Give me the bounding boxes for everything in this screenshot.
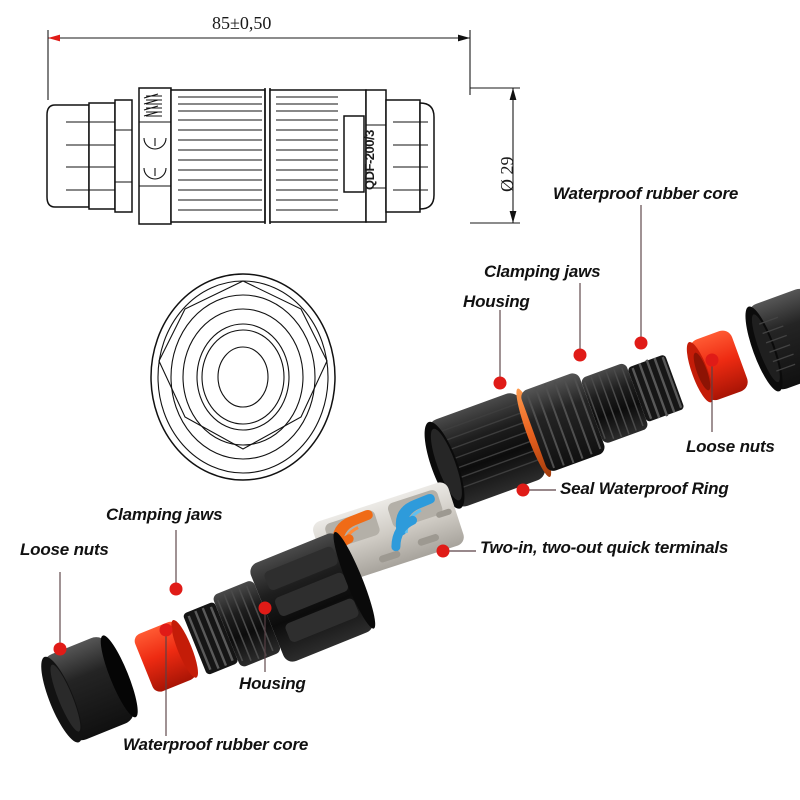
clamping-jaws-part	[628, 355, 684, 422]
top-knurled-collar	[521, 373, 605, 471]
label-housing-bottom: Housing	[239, 674, 306, 693]
callout-dot-icon	[258, 601, 272, 615]
bottom-housing-part	[250, 531, 376, 662]
label-seal-waterproof-ring: Seal Waterproof Ring	[560, 479, 729, 498]
label-loose-nuts-top: Loose nuts	[686, 437, 775, 456]
end-view-drawing	[150, 273, 336, 481]
callout-dot-icon	[436, 544, 450, 558]
dimension-lines	[47, 30, 520, 224]
connector-side-view	[46, 87, 435, 225]
callout-dot-icon	[516, 483, 530, 497]
callout-dot-icon	[634, 336, 648, 350]
label-housing-top: Housing	[463, 292, 530, 311]
label-waterproof-rubber-core-top: Waterproof rubber core	[553, 184, 739, 203]
label-clamping-jaws-bottom: Clamping jaws	[106, 505, 223, 524]
top-connector-body	[424, 288, 800, 509]
callout-dot-icon	[169, 582, 183, 596]
waterproof-rubber-core-part-bottom	[134, 619, 198, 692]
label-loose-nuts-bottom: Loose nuts	[20, 540, 109, 559]
callout-dot-icon	[159, 623, 173, 637]
label-waterproof-rubber-core-bottom: Waterproof rubber core	[123, 735, 309, 754]
top-housing-part	[424, 393, 546, 509]
callout-dot-icon	[493, 376, 507, 390]
bottom-threaded-neck	[213, 581, 281, 667]
length-dimension-text: 85±0,50	[212, 13, 272, 33]
loose-nut-part-bottom	[41, 635, 138, 743]
label-clamping-jaws-top: Clamping jaws	[484, 262, 601, 281]
label-two-in-two-out-terminals: Two-in, two-out quick terminals	[480, 538, 729, 557]
top-threaded-neck	[581, 363, 648, 443]
bottom-connector-body	[41, 531, 376, 743]
callout-dot-icon	[53, 642, 67, 656]
waterproof-rubber-core-part	[686, 330, 748, 403]
callout-dot-icon	[573, 348, 587, 362]
loose-nut-part-top	[745, 288, 800, 392]
callout-dot-icon	[705, 353, 719, 367]
bottom-callout-leaders	[53, 530, 476, 736]
clamping-jaws-part-bottom	[183, 602, 238, 675]
top-callout-leaders	[493, 205, 719, 497]
